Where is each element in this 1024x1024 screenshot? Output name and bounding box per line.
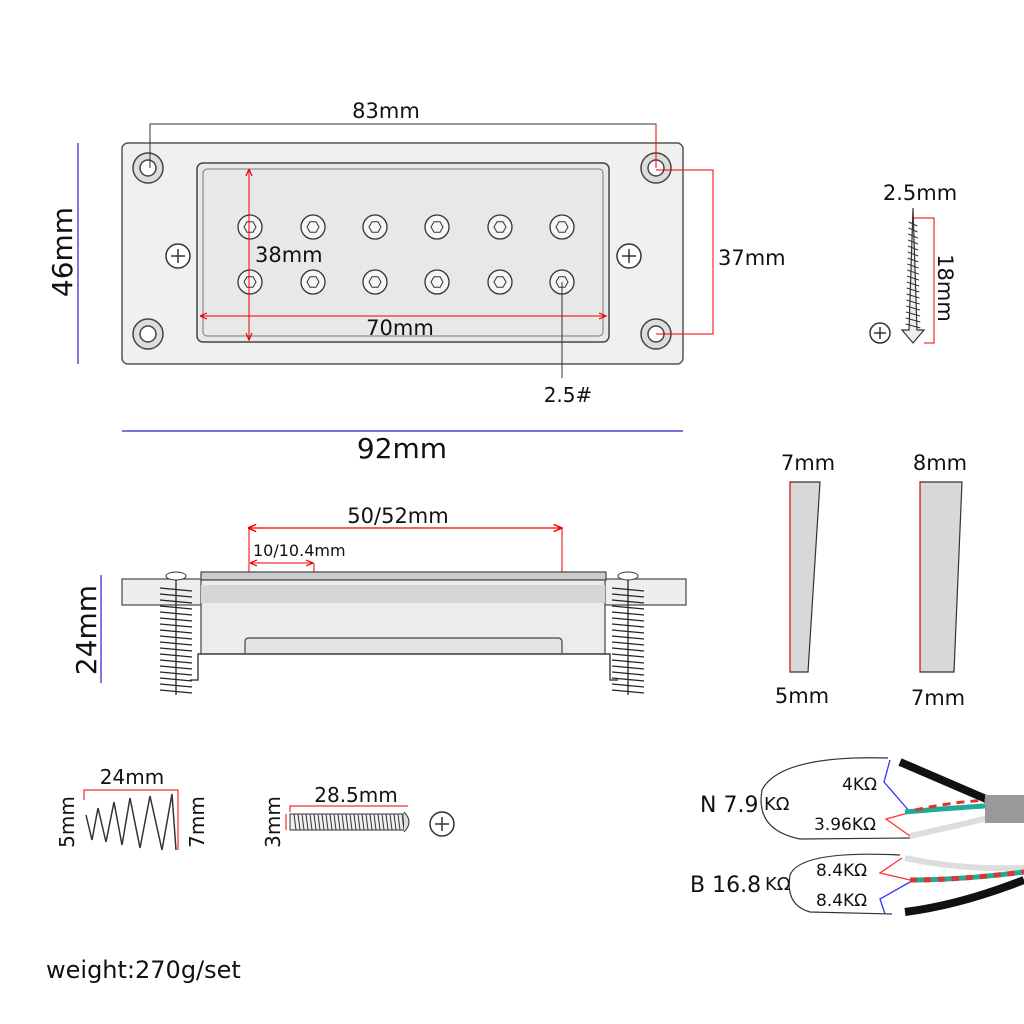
- wiring-diagram: N 7.9 KΩ 4KΩ 3.96KΩ B 16.8 KΩ 8.4KΩ 8.4K…: [690, 757, 1024, 916]
- pole-piece: [300, 269, 326, 295]
- hex-socket-icon: [493, 221, 507, 233]
- weight-label: weight:270g/set: [46, 956, 241, 984]
- pole-piece: [362, 269, 388, 295]
- pole-piece: [487, 214, 513, 240]
- dim-37mm: 37mm: [718, 246, 786, 270]
- dim-92mm: 92mm: [357, 432, 447, 465]
- height-screw: 28.5mm 3mm: [261, 783, 455, 848]
- dim-screw-3mm: 3mm: [261, 796, 285, 848]
- pole-piece: [549, 214, 575, 240]
- dim-pole-span: 50/52mm: [347, 504, 448, 528]
- cross-screw-icon: [429, 811, 455, 837]
- pole-piece: [362, 214, 388, 240]
- hex-socket-icon: [555, 276, 569, 288]
- pole-piece: [237, 214, 263, 240]
- dim-83mm: 83mm: [352, 99, 420, 123]
- cross-screw-icon: [165, 243, 642, 269]
- side-view: 50/52mm 10/10.4mm 24mm: [70, 504, 687, 695]
- dim-24mm: 24mm: [70, 585, 103, 675]
- spring-coil: [611, 575, 645, 695]
- spring: 24mm 5mm 7mm: [55, 765, 209, 851]
- hex-socket-icon: [430, 276, 444, 288]
- top-view: 83mm 46mm 37mm 38mm 70mm 2.5# 92mm: [46, 99, 786, 465]
- bobbin-2-bottom: 7mm: [911, 686, 965, 710]
- spring-coil: [159, 575, 193, 695]
- bobbin-1-bottom: 5mm: [775, 684, 829, 708]
- dim-spring-small: 5mm: [55, 796, 79, 848]
- neck-resistance: N 7.9: [700, 793, 758, 818]
- screw-head: [617, 571, 639, 581]
- cross-screw-icon: [869, 322, 891, 344]
- dim-spring-length: 24mm: [100, 765, 164, 789]
- hex-socket-icon: [493, 276, 507, 288]
- dim-screw-length: 18mm: [933, 254, 957, 322]
- dim-pole-size: 2.5#: [544, 383, 593, 407]
- mounting-screw: 2.5mm 18mm: [869, 181, 957, 344]
- hex-socket-icon: [430, 221, 444, 233]
- hex-socket-icon: [243, 221, 257, 233]
- pickup-cover: [196, 162, 610, 343]
- hex-socket-icon: [243, 276, 257, 288]
- pole-piece: [237, 269, 263, 295]
- pole-piece: [424, 214, 450, 240]
- pole-pieces: [237, 214, 575, 295]
- neck-coil-2: 3.96KΩ: [814, 815, 876, 835]
- dim-70mm: 70mm: [366, 316, 434, 340]
- bobbin-profile-1: 7mm 5mm: [775, 451, 835, 708]
- bobbin-1-top: 7mm: [781, 451, 835, 475]
- hex-socket-icon: [306, 221, 320, 233]
- dim-38mm: 38mm: [255, 243, 323, 267]
- dim-spring-large: 7mm: [185, 796, 209, 848]
- bridge-unit: KΩ: [765, 874, 791, 895]
- bobbin-2-top: 8mm: [913, 451, 967, 475]
- bridge-coil-2: 8.4KΩ: [816, 891, 867, 911]
- dim-screw-diameter: 2.5mm: [883, 181, 957, 205]
- pole-piece: [300, 214, 326, 240]
- hex-socket-icon: [368, 276, 382, 288]
- screw-head: [165, 571, 187, 581]
- neck-unit: KΩ: [764, 794, 790, 815]
- height-springs: [159, 571, 645, 695]
- pole-piece: [487, 269, 513, 295]
- hex-socket-icon: [555, 221, 569, 233]
- hex-socket-icon: [306, 276, 320, 288]
- pole-piece: [424, 269, 450, 295]
- neck-coil-1: 4KΩ: [842, 775, 877, 795]
- bridge-resistance: B 16.8: [690, 873, 761, 898]
- hex-socket-icon: [368, 221, 382, 233]
- bridge-coil-1: 8.4KΩ: [816, 861, 867, 881]
- bobbin-profile-2: 8mm 7mm: [911, 451, 967, 710]
- dim-pole-spacing: 10/10.4mm: [253, 541, 346, 560]
- dim-screw-28-5: 28.5mm: [314, 783, 398, 807]
- dim-46mm: 46mm: [46, 207, 79, 297]
